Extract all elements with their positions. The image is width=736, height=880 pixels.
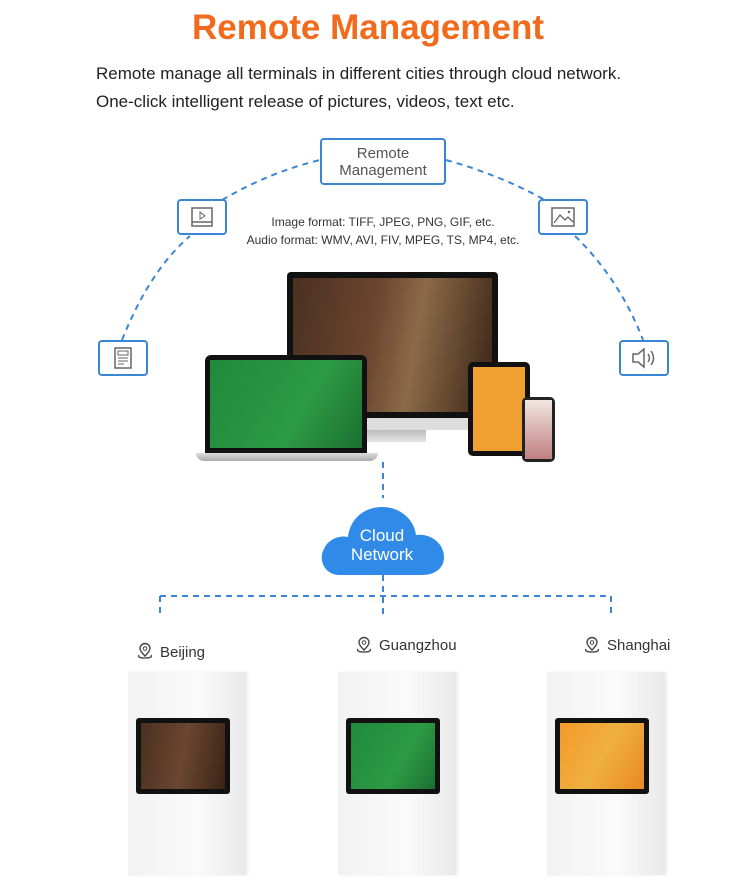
remote-management-node: Remote Management (320, 138, 446, 185)
image-icon (551, 207, 575, 227)
cloud-line-2: Network (350, 545, 414, 564)
arc-doc-video (121, 235, 191, 341)
arc-video-center (221, 159, 321, 201)
location-pin-icon (584, 636, 600, 653)
terminal-shanghai (547, 672, 665, 875)
cloud-line-1: Cloud (359, 526, 405, 545)
cloud-icon (321, 507, 444, 575)
document-node (98, 340, 148, 376)
arc-center-image (445, 159, 546, 201)
terminal-guangzhou (338, 672, 456, 875)
video-icon (191, 207, 213, 227)
location-pin-icon (356, 636, 372, 653)
location-shanghai: Shanghai (583, 636, 670, 654)
image-node (538, 199, 588, 235)
speaker-icon (632, 347, 655, 369)
subtitle-line-1: Remote manage all terminals in different… (96, 64, 622, 83)
image-format-text: Image format: TIFF, JPEG, PNG, GIF, etc. (271, 215, 495, 229)
location-label: Guangzhou (379, 636, 457, 654)
location-beijing: Beijing (136, 640, 205, 661)
page-title: Remote Management (191, 8, 545, 47)
audio-node (619, 340, 669, 376)
document-icon (114, 347, 132, 369)
location-label: Shanghai (607, 636, 671, 654)
location-label: Beijing (160, 644, 206, 661)
video-node (177, 199, 227, 235)
location-guangzhou: Guangzhou (355, 636, 457, 654)
arc-image-speaker (574, 235, 644, 341)
subtitle-line-2: One-click intelligent release of picture… (96, 92, 515, 111)
terminal-beijing (128, 672, 246, 875)
wall-screen (346, 718, 440, 794)
wall-screen (555, 718, 649, 794)
cloud-network-label: Cloud Network (318, 526, 446, 564)
node-line-1: Remote (356, 144, 410, 162)
wall-screen (136, 718, 230, 794)
node-line-2: Management (339, 161, 427, 179)
audio-format-text: Audio format: WMV, AVI, FIV, MPEG, TS, M… (246, 233, 520, 247)
location-pin-icon (137, 642, 153, 659)
